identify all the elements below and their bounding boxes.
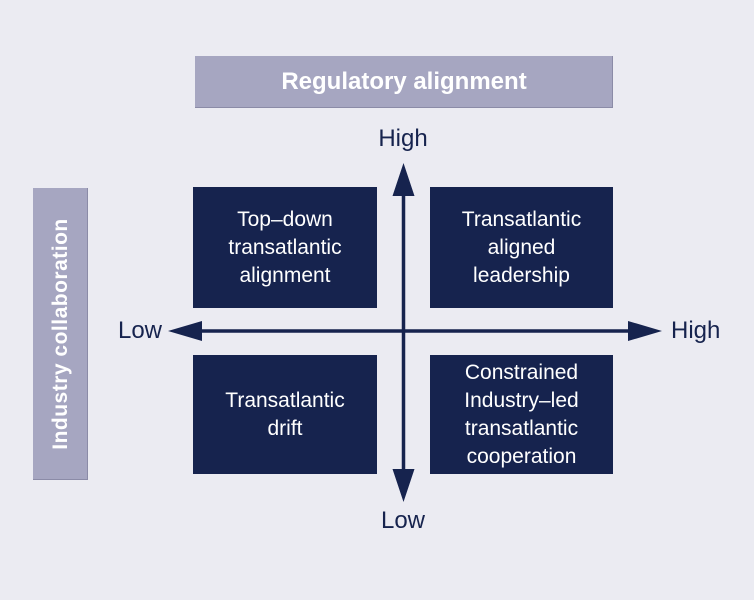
vertical-axis-low-label: Low bbox=[380, 507, 426, 534]
quadrant-bottom-right: Constrained Industry–led transatlantic c… bbox=[430, 355, 613, 474]
quadrant-top-left: Top–down transatlantic alignment bbox=[193, 187, 377, 308]
vertical-axis-high-label: High bbox=[378, 125, 428, 152]
quadrant-bottom-left: Transatlantic drift bbox=[193, 355, 377, 474]
arrow-right-icon bbox=[628, 321, 662, 341]
top-axis-band-label: Regulatory alignment bbox=[281, 68, 527, 95]
arrow-up-icon bbox=[392, 163, 415, 196]
left-axis-band: Industry collaboration bbox=[33, 188, 88, 480]
left-axis-band-label: Industry collaboration bbox=[48, 218, 72, 450]
top-axis-band: Regulatory alignment bbox=[195, 56, 613, 108]
arrow-left-icon bbox=[168, 321, 202, 341]
horizontal-axis-high-label: High bbox=[671, 317, 721, 344]
quadrant-top-right: Transatlantic aligned leadership bbox=[430, 187, 613, 308]
arrow-down-icon bbox=[392, 469, 415, 502]
horizontal-axis-low-label: Low bbox=[117, 317, 162, 344]
